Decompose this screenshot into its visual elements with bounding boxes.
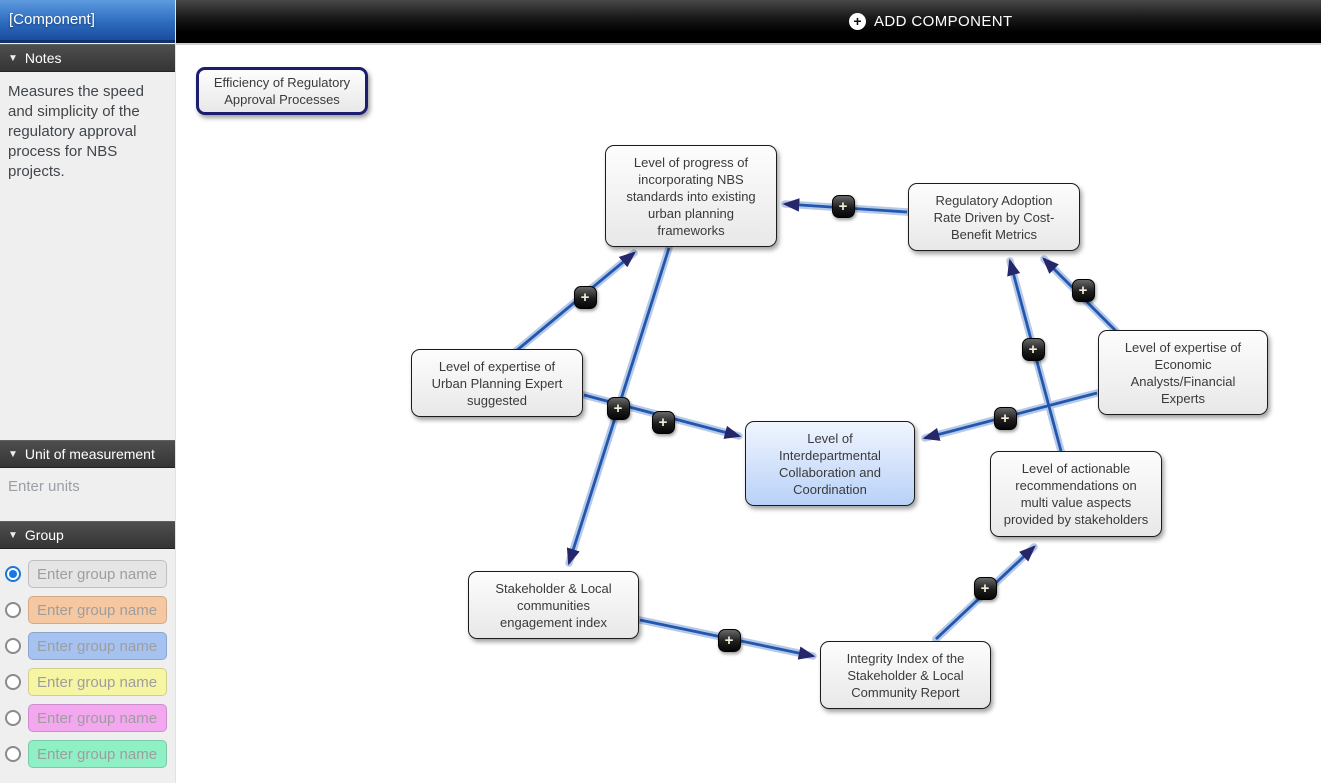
group-row <box>0 628 175 664</box>
group-radio-5[interactable] <box>5 710 21 726</box>
group-name-input-3[interactable] <box>28 632 167 660</box>
top-toolbar: + ADD COMPONENT <box>176 0 1321 45</box>
node-actionable-recommendations[interactable]: Level of actionable recommendations on m… <box>990 451 1162 537</box>
group-rows <box>0 556 175 772</box>
plus-circle-icon: + <box>849 13 866 30</box>
group-radio-4[interactable] <box>5 674 21 690</box>
notes-section-header[interactable]: ▼ Notes <box>0 44 175 72</box>
group-section-header[interactable]: ▼ Group <box>0 521 175 549</box>
edge-sign-badge-regulatory-adoption-rate-to-nbs-progress[interactable]: + <box>831 194 855 218</box>
group-name-input-6[interactable] <box>28 740 167 768</box>
unit-body <box>0 468 175 495</box>
collapse-triangle-icon: ▼ <box>8 529 18 541</box>
unit-section-label: Unit of measurement <box>24 446 155 462</box>
node-stakeholder-engagement-index[interactable]: Stakeholder & Local communities engageme… <box>468 571 639 639</box>
collapse-triangle-icon: ▼ <box>8 448 18 460</box>
group-name-input-4[interactable] <box>28 668 167 696</box>
edge-sign-badge-urban-planning-expertise-to-nbs-progress[interactable]: + <box>573 285 597 309</box>
node-integrity-index[interactable]: Integrity Index of the Stakeholder & Loc… <box>820 641 991 709</box>
notes-content[interactable]: Measures the speed and simplicity of the… <box>8 83 144 180</box>
unit-input[interactable] <box>8 478 168 495</box>
edge-sign-badge-integrity-index-to-actionable-recommendations[interactable]: + <box>973 576 997 600</box>
node-nbs-progress[interactable]: Level of progress of incorporating NBS s… <box>605 145 777 247</box>
edge-sign-badge-economic-analyst-expertise-to-regulatory-adoption-rate[interactable]: + <box>1071 278 1095 302</box>
group-radio-6[interactable] <box>5 746 21 762</box>
group-row <box>0 700 175 736</box>
sidebar-title: [Component] <box>0 0 175 43</box>
group-row <box>0 664 175 700</box>
group-radio-1[interactable] <box>5 566 21 582</box>
add-component-label: ADD COMPONENT <box>874 13 1013 30</box>
edge-sign-badge-urban-planning-expertise-to-interdepartmental-collaboration[interactable]: + <box>651 410 675 434</box>
edge-sign-badge-nbs-progress-to-stakeholder-engagement-index[interactable]: + <box>606 396 630 420</box>
unit-section-header[interactable]: ▼ Unit of measurement <box>0 440 175 468</box>
group-radio-2[interactable] <box>5 602 21 618</box>
node-interdepartmental-collaboration[interactable]: Level of Interdepartmental Collaboration… <box>745 421 915 506</box>
group-section-label: Group <box>24 527 64 543</box>
node-economic-analyst-expertise[interactable]: Level of expertise of Economic Analysts/… <box>1098 330 1268 415</box>
group-row <box>0 592 175 628</box>
group-row <box>0 736 175 772</box>
group-row <box>0 556 175 592</box>
collapse-triangle-icon: ▼ <box>8 52 18 64</box>
node-efficiency-regulatory-approval[interactable]: Efficiency of Regulatory Approval Proces… <box>196 67 368 115</box>
add-component-button[interactable]: + ADD COMPONENT <box>849 0 1013 43</box>
node-regulatory-adoption-rate[interactable]: Regulatory Adoption Rate Driven by Cost-… <box>908 183 1080 251</box>
node-urban-planning-expertise[interactable]: Level of expertise of Urban Planning Exp… <box>411 349 583 417</box>
group-name-input-5[interactable] <box>28 704 167 732</box>
group-name-input-1[interactable] <box>28 560 167 588</box>
group-radio-3[interactable] <box>5 638 21 654</box>
group-name-input-2[interactable] <box>28 596 167 624</box>
edge-sign-badge-stakeholder-engagement-index-to-integrity-index[interactable]: + <box>717 628 741 652</box>
notes-section-label: Notes <box>24 50 62 66</box>
edge-sign-badge-economic-analyst-expertise-to-interdepartmental-collaboration[interactable]: + <box>993 406 1017 430</box>
edge-sign-badge-actionable-recommendations-to-regulatory-adoption-rate[interactable]: + <box>1021 337 1045 361</box>
component-sidebar: [Component] ▼ Notes Measures the speed a… <box>0 0 176 783</box>
